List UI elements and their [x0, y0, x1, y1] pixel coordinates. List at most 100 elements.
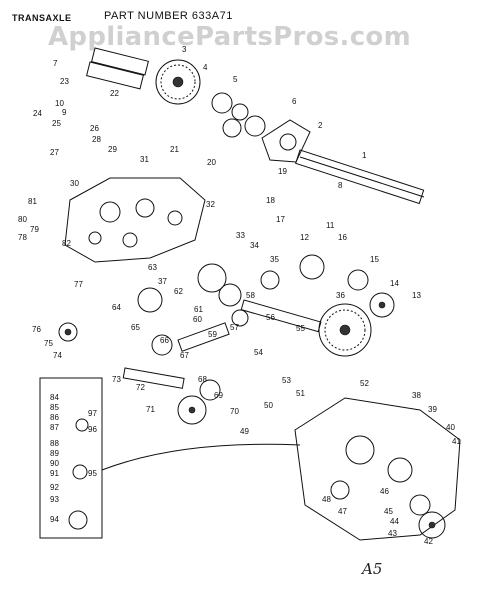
gear-14: [369, 292, 395, 318]
upper-shaft: [86, 47, 149, 90]
callout-19: 19: [278, 167, 287, 176]
callout-95: 95: [88, 469, 97, 478]
housing-lower: [294, 397, 461, 541]
callout-10: 10: [55, 99, 64, 108]
callout-72: 72: [136, 383, 145, 392]
callout-58: 58: [246, 291, 255, 300]
callout-31: 31: [140, 155, 149, 164]
callout-18: 18: [266, 196, 275, 205]
callout-55: 55: [296, 324, 305, 333]
callout-39: 39: [428, 405, 437, 414]
gear-cluster-left: [58, 287, 173, 356]
callout-82: 82: [62, 239, 71, 248]
callout-4: 4: [203, 63, 208, 72]
callout-64: 64: [112, 303, 121, 312]
callout-51: 51: [296, 389, 305, 398]
callout-79: 79: [30, 225, 39, 234]
callout-93: 93: [50, 495, 59, 504]
callout-52: 52: [360, 379, 369, 388]
callout-92: 92: [50, 483, 59, 492]
callout-88: 88: [50, 439, 59, 448]
gear-row-middle: [197, 254, 369, 327]
callout-29: 29: [108, 145, 117, 154]
callout-86: 86: [50, 413, 59, 422]
callout-40: 40: [446, 423, 455, 432]
callout-30: 30: [70, 179, 79, 188]
callout-89: 89: [50, 449, 59, 458]
callout-87: 87: [50, 423, 59, 432]
callout-75: 75: [44, 339, 53, 348]
callout-27: 27: [50, 148, 59, 157]
axle-shaft: [295, 149, 425, 205]
callout-3: 3: [182, 45, 187, 54]
callout-60: 60: [193, 315, 202, 324]
callout-6: 6: [292, 97, 297, 106]
callout-7: 7: [53, 59, 58, 68]
callout-56: 56: [266, 313, 275, 322]
callout-54: 54: [254, 348, 263, 357]
callout-66: 66: [160, 336, 169, 345]
callout-84: 84: [50, 393, 59, 402]
callout-48: 48: [322, 495, 331, 504]
callout-78: 78: [18, 233, 27, 242]
callout-74: 74: [53, 351, 62, 360]
callout-1: 1: [362, 151, 367, 160]
shaft-58: [240, 299, 322, 333]
callout-50: 50: [264, 401, 273, 410]
callout-91: 91: [50, 469, 59, 478]
callout-94: 94: [50, 515, 59, 524]
callout-13: 13: [412, 291, 421, 300]
flange-plate: [261, 119, 311, 163]
callout-76: 76: [32, 325, 41, 334]
callout-24: 24: [33, 109, 42, 118]
figure-marker: A5: [362, 560, 383, 578]
callout-labels: 1 2 3 4 5 6 7 8 9 10 11 12 13 14 15 16 1…: [18, 45, 461, 546]
callout-73: 73: [112, 375, 121, 384]
callout-77: 77: [74, 280, 83, 289]
shaft-59: [177, 322, 230, 352]
callout-45: 45: [384, 507, 393, 516]
callout-35: 35: [270, 255, 279, 264]
callout-41: 41: [452, 437, 461, 446]
callout-22: 22: [110, 89, 119, 98]
callout-9: 9: [62, 108, 67, 117]
callout-21: 21: [170, 145, 179, 154]
callout-42: 42: [424, 537, 433, 546]
gear-68: [177, 379, 221, 425]
callout-61: 61: [194, 305, 203, 314]
callout-80: 80: [18, 215, 27, 224]
callout-96: 96: [88, 425, 97, 434]
pinion-cluster: [211, 92, 266, 138]
callout-26: 26: [90, 124, 99, 133]
callout-17: 17: [276, 215, 285, 224]
callout-57: 57: [230, 323, 239, 332]
callout-69: 69: [214, 391, 223, 400]
callout-33: 33: [236, 231, 245, 240]
callout-25: 25: [52, 119, 61, 128]
shaft-72: [122, 367, 185, 389]
callout-20: 20: [207, 158, 216, 167]
callout-37: 37: [158, 277, 167, 286]
callout-63: 63: [148, 263, 157, 272]
callout-53: 53: [282, 376, 291, 385]
part-number: PART NUMBER 633A71: [104, 10, 233, 22]
callout-5: 5: [233, 75, 238, 84]
callout-2: 2: [318, 121, 323, 130]
callout-43: 43: [388, 529, 397, 538]
callout-28: 28: [92, 135, 101, 144]
callout-49: 49: [240, 427, 249, 436]
diagram-title: TRANSAXLE: [12, 13, 72, 23]
gear-42: [418, 511, 446, 539]
callout-36: 36: [336, 291, 345, 300]
callout-62: 62: [174, 287, 183, 296]
callout-14: 14: [390, 279, 399, 288]
inset-detail-box: [39, 377, 301, 539]
callout-90: 90: [50, 459, 59, 468]
callout-38: 38: [412, 391, 421, 400]
gear-12: [318, 303, 372, 357]
callout-68: 68: [198, 375, 207, 384]
callout-70: 70: [230, 407, 239, 416]
callout-67: 67: [180, 351, 189, 360]
callout-81: 81: [28, 197, 37, 206]
